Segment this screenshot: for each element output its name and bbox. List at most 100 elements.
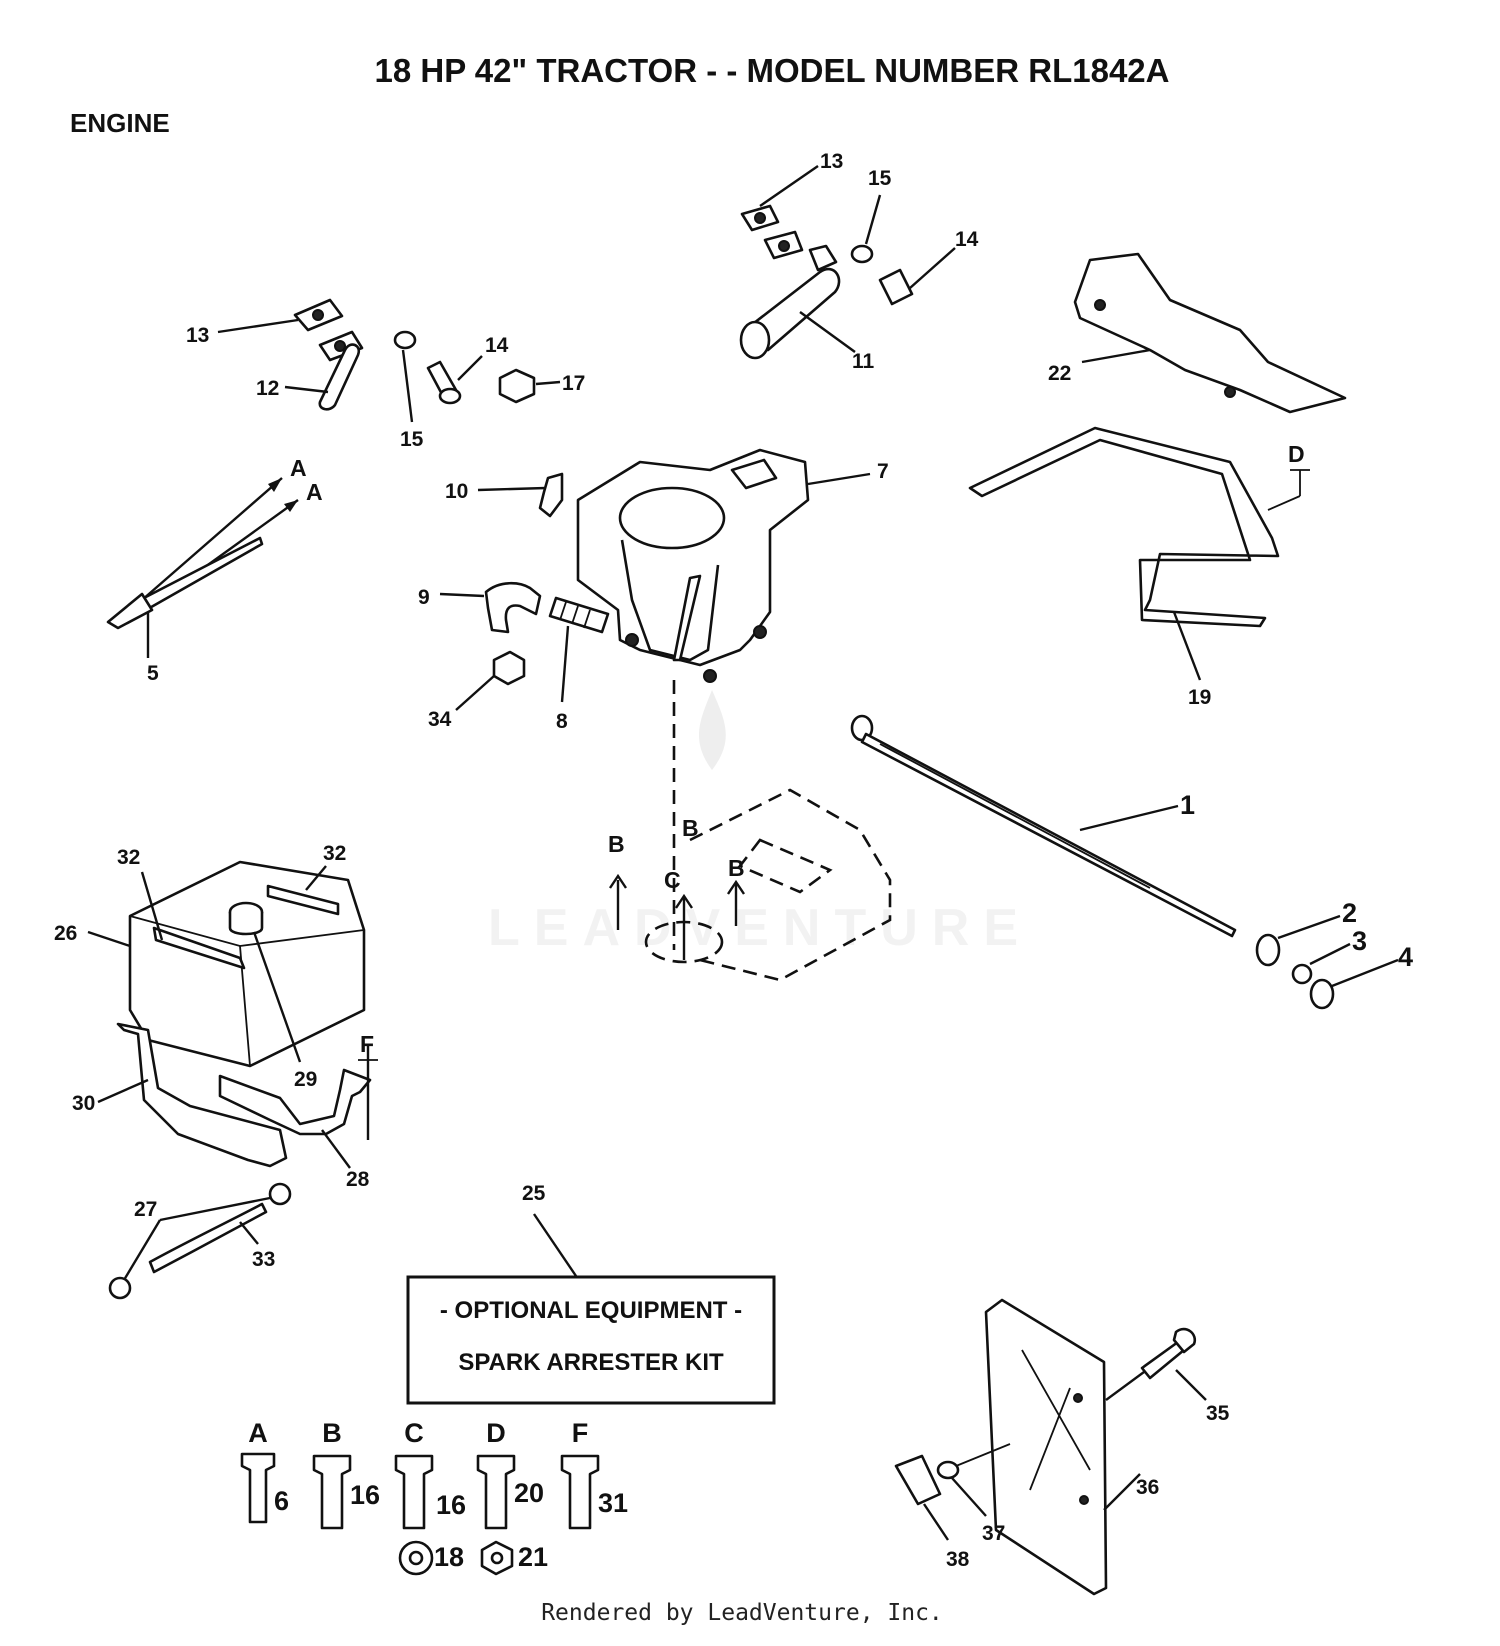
- part-36-arrester-plate: 36: [984, 1298, 1159, 1596]
- part-4-nut: 4: [1309, 942, 1413, 1010]
- legend-extra-c: 18: [434, 1542, 464, 1572]
- part-12-exhaust-pipe-left: 12: [256, 343, 361, 411]
- callout-38: 38: [946, 1548, 970, 1571]
- ref-b-1: B: [608, 831, 625, 857]
- legend-letter-b: B: [322, 1418, 342, 1448]
- legend-letter-d: D: [486, 1418, 506, 1448]
- footer-credit: Rendered by LeadVenture, Inc.: [541, 1600, 943, 1626]
- callout-34: 34: [428, 708, 452, 731]
- part-27-hose-clamps: 27: [108, 1182, 292, 1300]
- part-13-gasket-upper: 13: [740, 150, 843, 260]
- legend-part-c: 16: [436, 1490, 466, 1520]
- part-22-heat-shield: 22: [1048, 252, 1347, 414]
- callout-4: 4: [1398, 942, 1413, 972]
- callout-28: 28: [346, 1168, 370, 1191]
- ref-b-3: B: [728, 855, 745, 881]
- legend-extra-d: 21: [518, 1542, 548, 1572]
- part-2-washer: 2: [1255, 898, 1357, 967]
- part-10-bracket: 10: [445, 472, 564, 518]
- callout-33: 33: [252, 1248, 275, 1271]
- part-29-fuel-cap: 29: [228, 901, 317, 1091]
- part-8-pipe-nipple: 8: [548, 596, 610, 733]
- callout-8: 8: [556, 710, 568, 733]
- part-33-fuel-line: 33: [148, 1202, 275, 1274]
- legend-letter-a: A: [248, 1418, 268, 1448]
- watermark-logo: LEADVENTURE: [488, 690, 1032, 957]
- optional-box-line2: SPARK ARRESTER KIT: [458, 1349, 724, 1376]
- ref-a-2: A: [306, 479, 323, 505]
- part-30-tank-strap: 30: [72, 1022, 288, 1168]
- part-35-bolt: 35: [1105, 1327, 1230, 1425]
- page-title: 18 HP 42" TRACTOR - - MODEL NUMBER RL184…: [375, 52, 1170, 89]
- callout-14-left: 14: [485, 334, 509, 357]
- callout-30: 30: [72, 1092, 95, 1115]
- part-37-nut: 37: [936, 1443, 1011, 1545]
- part-15-lockwasher-left: 15: [393, 330, 424, 451]
- legend-item-c: C 16 18: [394, 1418, 466, 1576]
- callout-26: 26: [54, 922, 77, 945]
- part-14-bolt-upper: 14: [878, 228, 979, 306]
- optional-equipment-box: 25 - OPTIONAL EQUIPMENT - SPARK ARRESTER…: [406, 1182, 776, 1405]
- optional-box-line1: - OPTIONAL EQUIPMENT -: [440, 1297, 742, 1324]
- callout-7: 7: [877, 460, 889, 483]
- callout-3: 3: [1352, 926, 1367, 956]
- part-38-clip: 38: [894, 1454, 970, 1571]
- callout-17: 17: [562, 372, 585, 395]
- part-13-gasket-left: 13: [186, 298, 364, 362]
- hardware-legend: A 6 B 16 C 16 18 D 20 21: [240, 1418, 628, 1576]
- part-26-fuel-tank: 26 32 32: [54, 842, 366, 1068]
- ref-f: F: [360, 1031, 374, 1057]
- callout-2: 2: [1342, 898, 1357, 928]
- part-1-dipstick: 1: [850, 714, 1237, 938]
- part-28-tank-bracket: 28 F: [218, 1031, 378, 1191]
- ref-b-2: B: [682, 815, 699, 841]
- callout-10: 10: [445, 480, 468, 503]
- ref-a-1: A: [290, 455, 307, 481]
- callout-37: 37: [982, 1522, 1005, 1545]
- legend-part-f: 31: [598, 1488, 628, 1518]
- part-3-lockwasher: 3: [1291, 926, 1367, 985]
- callout-12: 12: [256, 377, 279, 400]
- callout-25: 25: [522, 1182, 546, 1205]
- callout-27: 27: [134, 1198, 157, 1221]
- callout-32-left: 32: [117, 846, 140, 869]
- part-11-exhaust-pipe: 11: [739, 244, 875, 373]
- legend-item-a: A 6: [240, 1418, 289, 1524]
- legend-part-d: 20: [514, 1478, 544, 1508]
- part-19-shield: 19 D: [968, 426, 1310, 709]
- legend-item-d: D 20 21: [476, 1418, 548, 1576]
- callout-13-left: 13: [186, 324, 209, 347]
- ref-c: C: [664, 867, 681, 893]
- part-14-bolt-left: 14: [426, 334, 509, 405]
- callout-1: 1: [1180, 790, 1195, 820]
- legend-part-b: 16: [350, 1480, 380, 1510]
- callout-14-upper: 14: [955, 228, 979, 251]
- legend-item-f: F 31: [560, 1418, 628, 1530]
- legend-item-b: B 16: [312, 1418, 380, 1530]
- callout-11: 11: [852, 350, 875, 373]
- callout-15-upper: 15: [868, 167, 892, 190]
- callout-5: 5: [147, 662, 159, 685]
- part-15-lockwasher-upper: 15: [850, 167, 892, 264]
- callout-36: 36: [1136, 1476, 1159, 1499]
- callout-9: 9: [418, 586, 430, 609]
- legend-letter-f: F: [572, 1418, 589, 1448]
- section-title: ENGINE: [70, 108, 170, 138]
- callout-15-left: 15: [400, 428, 424, 451]
- part-7-engine: 7: [576, 448, 889, 683]
- legend-letter-c: C: [404, 1418, 424, 1448]
- part-17-nut: 17: [498, 368, 585, 404]
- watermark-text: LEADVENTURE: [488, 899, 1032, 957]
- callout-29: 29: [294, 1068, 317, 1091]
- engine-mount-platform: B B B C: [608, 680, 892, 982]
- part-9-elbow: 9: [418, 581, 542, 634]
- part-34-drain-plug: 34: [428, 650, 526, 731]
- callout-19: 19: [1188, 686, 1211, 709]
- callout-32-right: 32: [323, 842, 346, 865]
- callout-35: 35: [1206, 1402, 1230, 1425]
- ref-d: D: [1288, 441, 1305, 467]
- callout-13-upper: 13: [820, 150, 843, 173]
- callout-22: 22: [1048, 362, 1071, 385]
- legend-part-a: 6: [274, 1486, 289, 1516]
